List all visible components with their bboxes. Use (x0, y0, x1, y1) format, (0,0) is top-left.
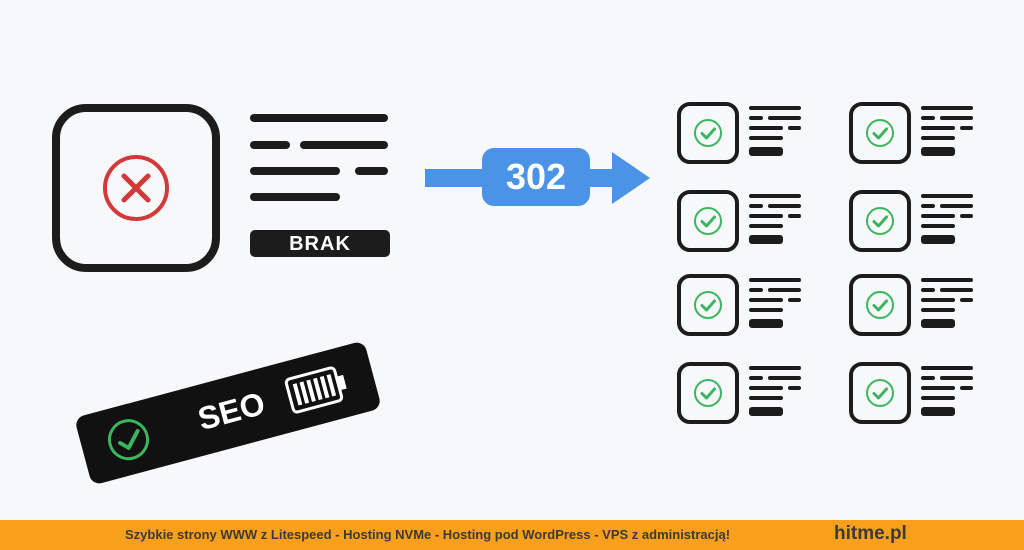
page-card-frame (677, 274, 739, 336)
page-card-frame (849, 362, 911, 424)
page-card-frame (677, 190, 739, 252)
page-card-frame (849, 102, 911, 164)
page-card-frame (677, 102, 739, 164)
footer-brand[interactable]: hitme.pl (834, 523, 907, 544)
x-circle-icon (103, 155, 169, 221)
check-circle-icon (694, 119, 722, 147)
check-circle-icon (866, 379, 894, 407)
check-circle-icon (694, 207, 722, 235)
seo-label: SEO (194, 384, 269, 438)
footer-text: Szybkie strony WWW z Litespeed - Hosting… (125, 527, 731, 542)
check-circle-icon (866, 207, 894, 235)
page-card-frame (677, 362, 739, 424)
check-circle-icon (694, 291, 722, 319)
check-circle-icon (866, 119, 894, 147)
check-circle-icon (866, 291, 894, 319)
battery-icon (284, 366, 347, 414)
check-circle-icon (108, 419, 150, 461)
footer-banner: Szybkie strony WWW z Litespeed - Hosting… (0, 520, 1024, 550)
check-circle-icon (694, 379, 722, 407)
brak-badge: BRAK (250, 230, 390, 257)
missing-page-card (52, 104, 220, 272)
arrow-head-icon (612, 152, 650, 204)
page-card-frame (849, 274, 911, 336)
seo-badge: SEO (74, 340, 382, 486)
redirect-code-badge: 302 (482, 148, 590, 206)
page-card-frame (849, 190, 911, 252)
